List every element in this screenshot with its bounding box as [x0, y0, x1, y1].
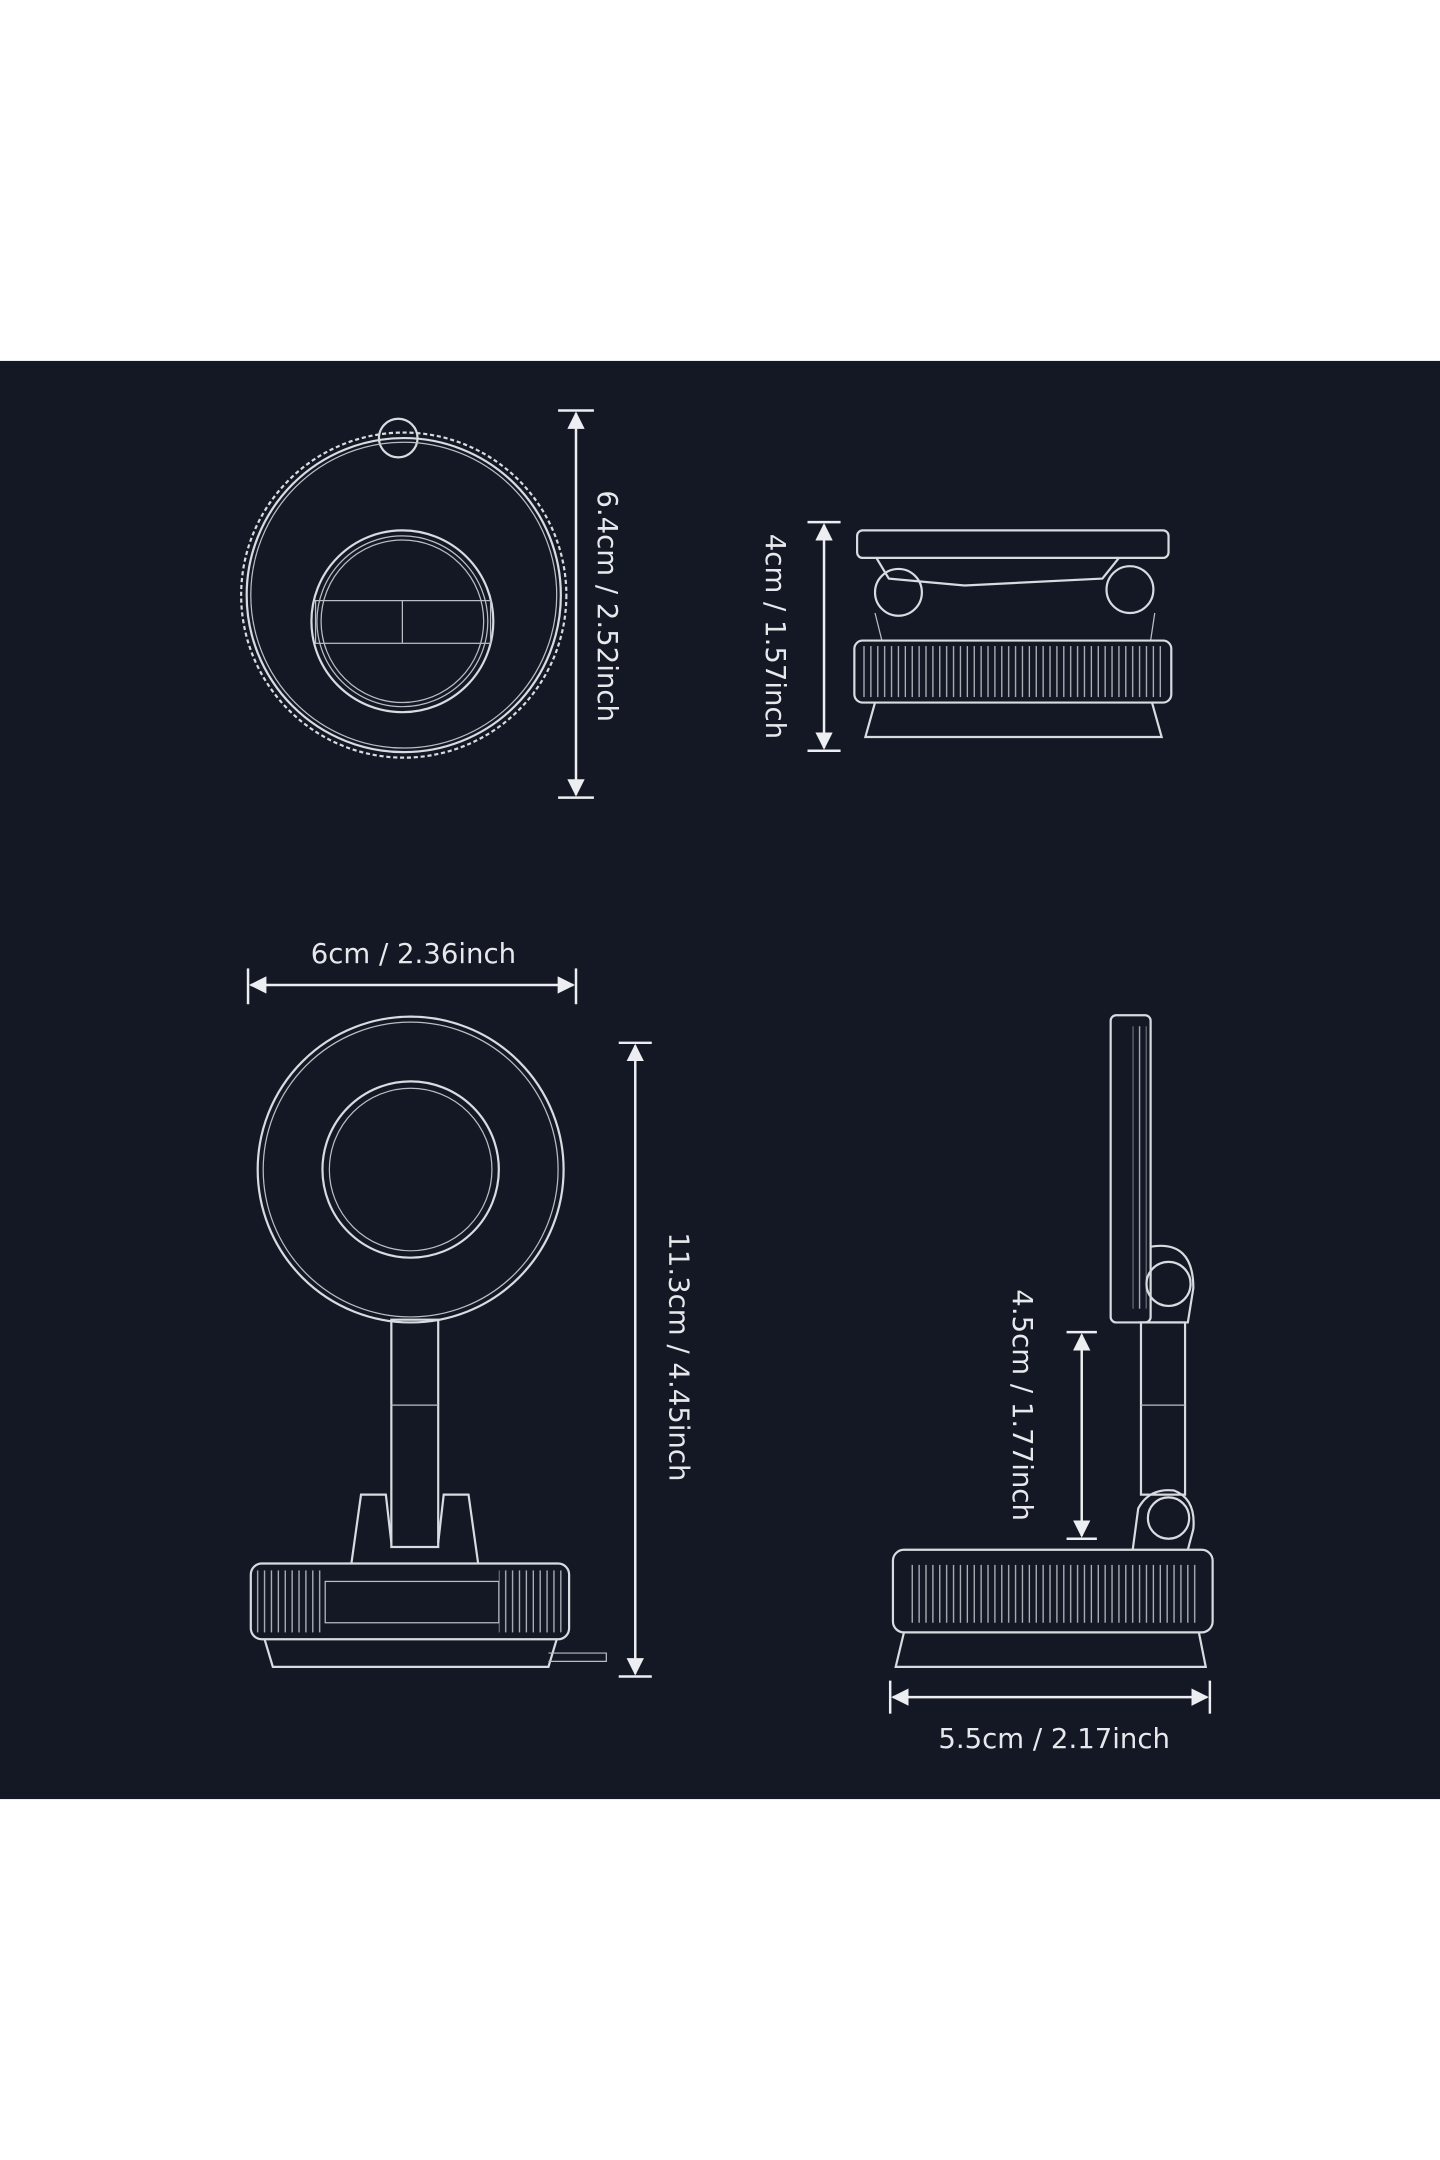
side-mount-height-dimension: 4cm / 1.57inch	[759, 520, 841, 753]
front-stand-width-dimension: 6cm / 2.36inch	[246, 938, 578, 1005]
front-mount-view	[240, 417, 568, 759]
front-stand-height-dimension: 11.3cm / 4.45inch	[618, 1041, 695, 1678]
front-stand-height-label: 11.3cm / 4.45inch	[663, 1232, 695, 1481]
side-stand-view	[891, 1014, 1214, 1668]
front-stand-view	[249, 1015, 607, 1668]
side-stand-arm-dimension: 4.5cm / 1.77inch	[1006, 1289, 1097, 1540]
side-stand-base-label: 5.5cm / 2.17inch	[938, 1723, 1170, 1755]
side-stand-base-dimension: 5.5cm / 2.17inch	[888, 1680, 1212, 1755]
side-stand-arm-label: 4.5cm / 1.77inch	[1006, 1289, 1038, 1521]
side-mount-view	[853, 529, 1173, 739]
front-mount-height-dimension: 6.4cm / 2.52inch	[558, 409, 623, 799]
side-mount-height-label: 4cm / 1.57inch	[759, 534, 791, 739]
front-stand-width-label: 6cm / 2.36inch	[311, 938, 516, 970]
dark-background	[0, 360, 1440, 1800]
front-mount-height-label: 6.4cm / 2.52inch	[591, 490, 623, 722]
